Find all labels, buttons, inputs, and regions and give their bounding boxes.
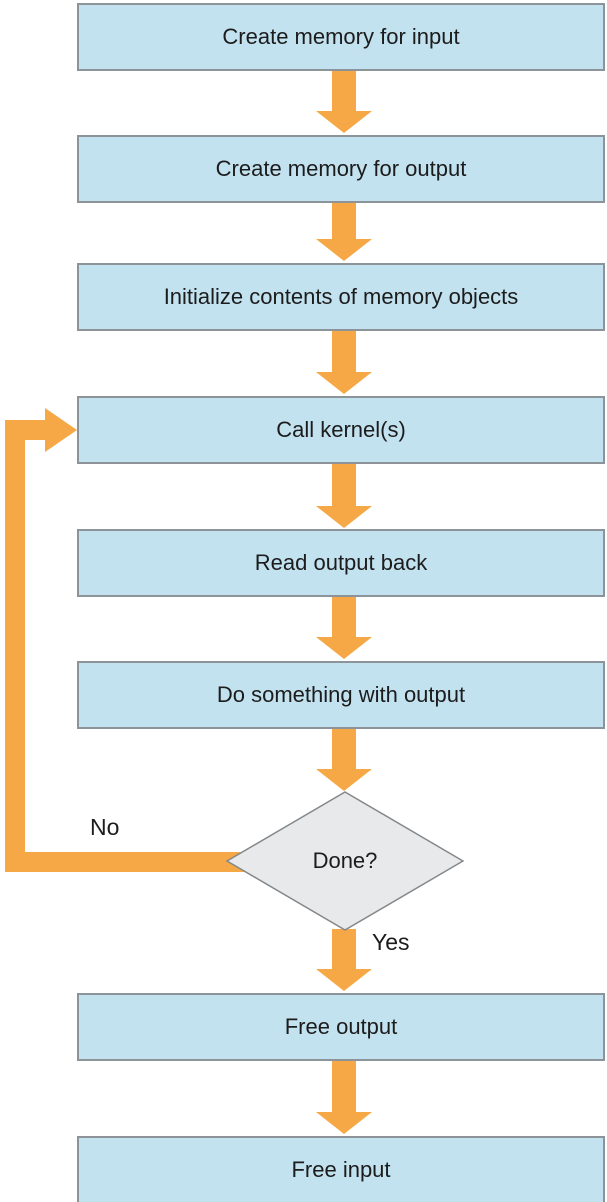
arrow-head — [316, 1112, 372, 1134]
down-arrow-icon — [316, 729, 372, 791]
flow-box-initialize-memory: Initialize contents of memory objects — [77, 263, 605, 331]
down-arrow-icon — [316, 203, 372, 261]
loop-back-arrow-icon — [5, 852, 245, 872]
down-arrow-icon — [316, 929, 372, 991]
down-arrow-icon — [316, 331, 372, 394]
flow-box-create-memory-output: Create memory for output — [77, 135, 605, 203]
flow-box-label: Create memory for input — [222, 24, 460, 49]
arrow-head — [316, 372, 372, 394]
arrow-head — [316, 637, 372, 659]
arrow-head — [316, 506, 372, 528]
edge-label-no: No — [90, 814, 120, 840]
down-arrow-icon — [316, 1061, 372, 1134]
arrow-head — [316, 969, 372, 991]
arrow-stem — [332, 71, 356, 112]
flow-box-create-memory-input: Create memory for input — [77, 3, 605, 71]
flow-box-label: Initialize contents of memory objects — [163, 284, 519, 309]
arrow-stem — [332, 1061, 356, 1113]
flow-box-label: Free input — [291, 1157, 391, 1182]
flow-box-free-input: Free input — [77, 1136, 605, 1202]
down-arrow-icon — [316, 597, 372, 659]
down-arrow-icon — [316, 464, 372, 528]
right-arrow-head-icon — [45, 408, 77, 452]
arrow-stem — [332, 203, 356, 240]
down-arrow-icon — [316, 71, 372, 133]
arrow-head — [316, 239, 372, 261]
flow-box-label: Do something with output — [216, 682, 466, 707]
flow-box-label: Read output back — [254, 550, 428, 575]
decision-diamond — [226, 791, 464, 931]
flow-box-do-something-with-output: Do something with output — [77, 661, 605, 729]
flow-box-call-kernels: Call kernel(s) — [77, 396, 605, 464]
arrow-stem — [332, 929, 356, 970]
flow-box-read-output-back: Read output back — [77, 529, 605, 597]
arrow-stem — [332, 597, 356, 638]
arrow-head — [316, 769, 372, 791]
loop-back-arrow-icon — [5, 420, 25, 872]
arrow-stem — [332, 729, 356, 770]
flow-box-label: Create memory for output — [215, 156, 467, 181]
edge-label-yes: Yes — [372, 929, 410, 955]
loop-back-arrow-icon — [5, 420, 47, 440]
flow-box-free-output: Free output — [77, 993, 605, 1061]
arrow-stem — [332, 464, 356, 507]
flow-box-label: Free output — [284, 1014, 398, 1039]
arrow-stem — [332, 331, 356, 373]
flow-box-label: Call kernel(s) — [276, 417, 406, 442]
decision-label: Done? — [312, 848, 378, 873]
arrow-head — [316, 111, 372, 133]
